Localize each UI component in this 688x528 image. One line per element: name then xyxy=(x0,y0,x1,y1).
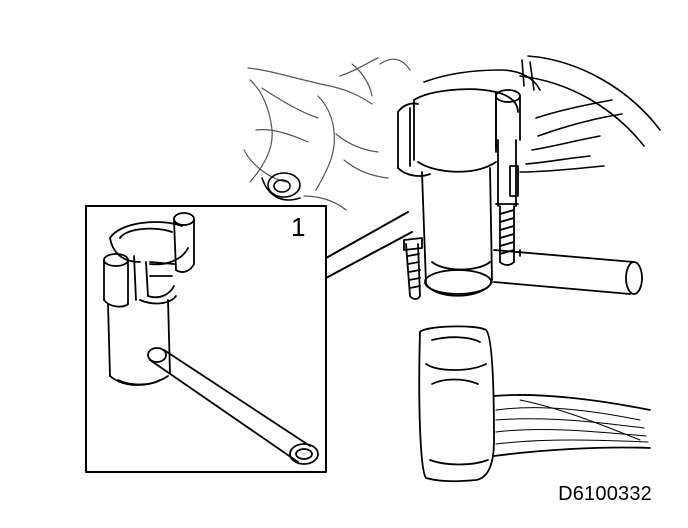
hammer xyxy=(418,325,651,483)
housing-boss xyxy=(261,172,301,201)
tool-detail xyxy=(103,212,319,465)
callout-number: 1 xyxy=(291,212,306,242)
figure-code: D6100332 xyxy=(558,483,652,505)
housing-background xyxy=(243,57,411,229)
ring-housing xyxy=(423,55,661,173)
installed-puller-tool xyxy=(397,88,643,300)
inset-frame xyxy=(85,205,413,473)
